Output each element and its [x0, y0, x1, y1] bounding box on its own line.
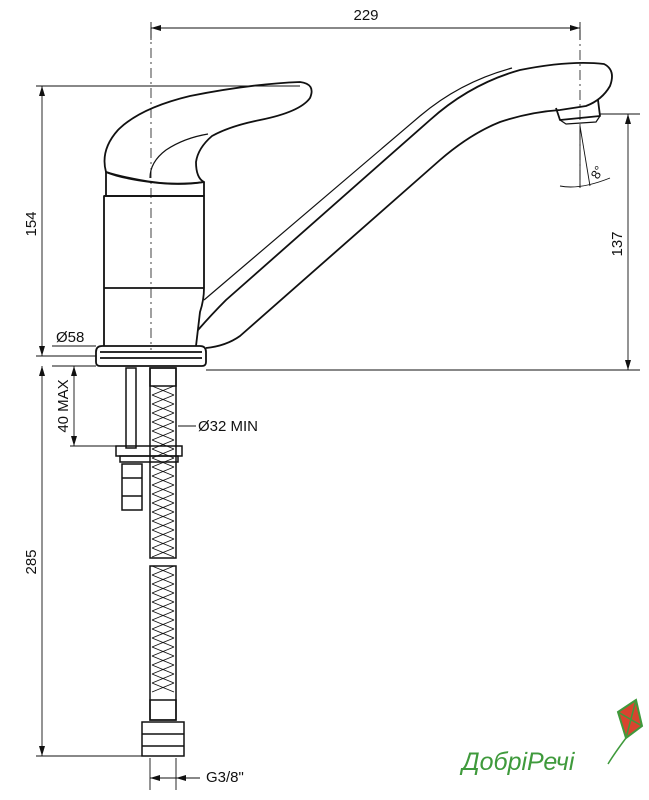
- braid-strand: [151, 583, 175, 594]
- braid-strand: [151, 511, 175, 522]
- braid-strand: [151, 673, 175, 684]
- brand-logo: ДобріРечі: [459, 698, 644, 776]
- braid-strand: [151, 574, 175, 585]
- dimension-hose-length: 285: [23, 549, 40, 574]
- kite-icon: [607, 698, 644, 765]
- lever-handle: [103, 81, 313, 185]
- faucet-body: [95, 61, 613, 367]
- braid-strand: [151, 601, 175, 612]
- center-lines: [150, 28, 581, 350]
- brand-logo-text: ДобріРечі: [459, 748, 576, 776]
- braid-strand: [151, 493, 175, 504]
- dimension-min-hole: Ø32 MIN: [198, 418, 258, 435]
- braid-strand: [151, 565, 175, 576]
- dimension-base-diameter: Ø58: [56, 329, 84, 346]
- dimension-thread: G3/8": [206, 769, 244, 786]
- bottom-connector: [141, 721, 185, 757]
- base-flange: [95, 345, 207, 367]
- braid-strand: [151, 520, 175, 531]
- spout: [197, 61, 613, 349]
- dimension-aerator-height: 137: [609, 231, 626, 256]
- braid-strand: [151, 637, 175, 648]
- braid-strand: [151, 502, 175, 513]
- small-fitting: [121, 463, 143, 511]
- braid-strand: [151, 538, 175, 549]
- braid-strand: [151, 385, 175, 396]
- braid-strand: [151, 619, 175, 630]
- braid-strand: [151, 475, 175, 486]
- dimension-spout-reach: 229: [353, 7, 378, 24]
- braid-strand: [151, 403, 175, 414]
- braid-strand: [151, 682, 175, 693]
- braid-strand: [151, 412, 175, 423]
- braid-pattern-lower: [151, 565, 175, 693]
- dimension-spout-angle: 8°: [588, 163, 607, 181]
- braid-strand: [151, 457, 175, 468]
- braid-strand: [151, 529, 175, 540]
- braid-strand: [151, 448, 175, 459]
- supply-hoses: [115, 367, 185, 757]
- dimension-total-height: 154: [23, 211, 40, 236]
- dimension-lines: [36, 22, 640, 790]
- braid-strand: [151, 421, 175, 432]
- braid-strand: [151, 628, 175, 639]
- braid-pattern-upper: [151, 385, 175, 558]
- braid-strand: [151, 439, 175, 450]
- copper-tube: [125, 367, 137, 449]
- braid-strand: [151, 394, 175, 405]
- braid-strand: [151, 655, 175, 666]
- braid-strand: [151, 484, 175, 495]
- braid-strand: [151, 610, 175, 621]
- braid-strand: [151, 592, 175, 603]
- braid-strand: [151, 466, 175, 477]
- dimension-max-countertop: 40 MAX: [55, 379, 72, 432]
- body-cylinder: [103, 195, 205, 347]
- braid-strand: [151, 430, 175, 441]
- braid-strand: [151, 664, 175, 675]
- dimension-arrows: [39, 25, 631, 781]
- braid-strand: [151, 646, 175, 657]
- braided-hose-lower: [149, 565, 177, 721]
- braid-strand: [151, 547, 175, 558]
